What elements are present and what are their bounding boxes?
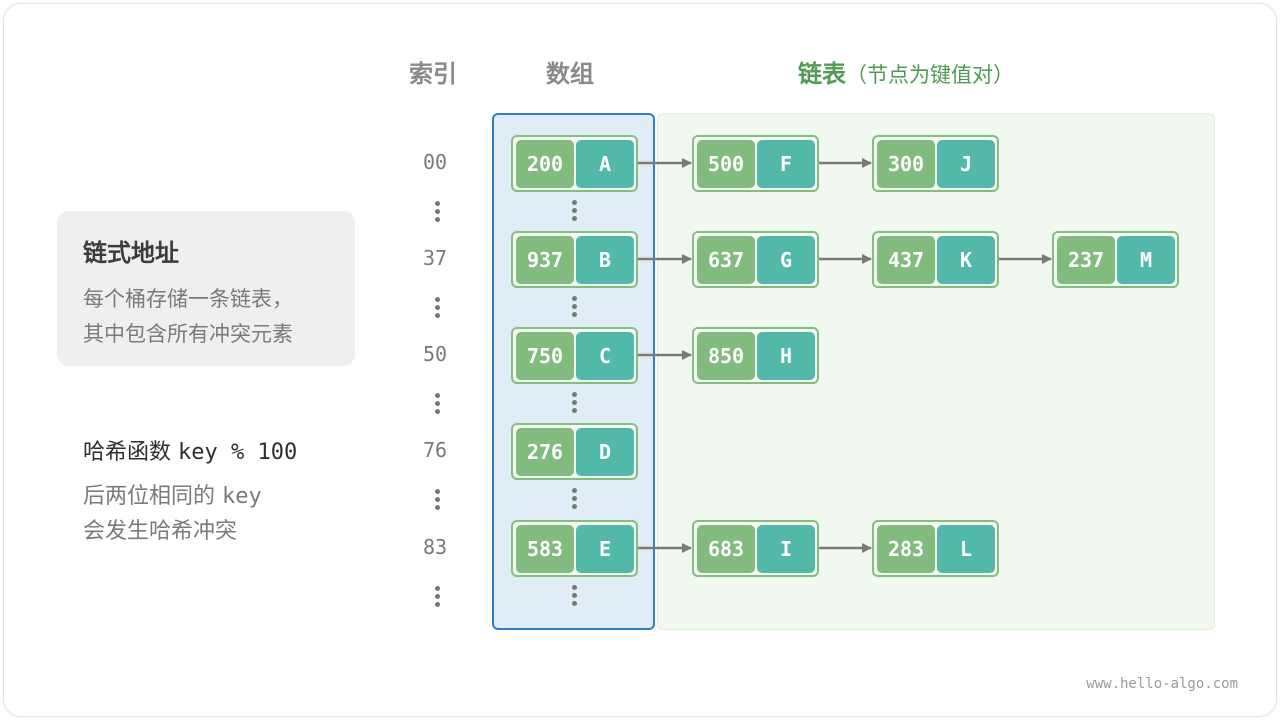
node-value: C <box>576 331 634 380</box>
hash-function-line: 哈希函数 key % 100 <box>83 434 297 466</box>
bucket-index: 50 <box>422 342 448 366</box>
card-title: 链式地址 <box>83 239 179 267</box>
node-key: 637 <box>697 235 755 284</box>
node-key: 500 <box>697 139 755 188</box>
node-value: F <box>757 139 815 188</box>
ellipsis-icon <box>434 586 440 610</box>
node-key: 850 <box>697 331 755 380</box>
node-key: 683 <box>697 524 755 573</box>
node-key: 276 <box>516 427 574 476</box>
bucket-index: 00 <box>422 150 448 174</box>
ellipsis-icon <box>571 392 577 416</box>
ellipsis-icon <box>571 296 577 320</box>
ellipsis-icon <box>571 585 577 609</box>
node-value: J <box>937 139 995 188</box>
ellipsis-icon <box>434 201 440 225</box>
hash-function-label: 哈希函数 <box>83 440 172 465</box>
card-line-2: 其中包含所有冲突元素 <box>83 322 293 346</box>
watermark: www.hello-algo.com <box>1086 676 1238 692</box>
node-value: G <box>757 235 815 284</box>
bucket-index: 37 <box>422 246 448 270</box>
hash-formula: key % 100 <box>178 440 298 465</box>
node-value: K <box>937 235 995 284</box>
bucket-index: 83 <box>422 535 448 559</box>
list-header: 链表（节点为键值对） <box>798 54 1014 89</box>
ellipsis-icon <box>434 393 440 417</box>
bucket-index: 76 <box>422 438 448 462</box>
node-value: A <box>576 139 634 188</box>
node-key: 283 <box>877 524 935 573</box>
ellipsis-icon <box>434 297 440 321</box>
hash-note-line-2: 会发生哈希冲突 <box>83 519 238 544</box>
hash-note-line-1: 后两位相同的 key <box>83 478 262 510</box>
ellipsis-icon <box>434 489 440 513</box>
node-key: 200 <box>516 139 574 188</box>
node-value: H <box>757 331 815 380</box>
list-header-subtitle: （节点为键值对） <box>846 63 1014 87</box>
node-key: 937 <box>516 235 574 284</box>
hash-note-key: key <box>222 484 262 509</box>
node-value: E <box>576 524 634 573</box>
node-value: B <box>576 235 634 284</box>
node-key: 237 <box>1057 235 1115 284</box>
node-value: D <box>576 427 634 476</box>
node-value: L <box>937 524 995 573</box>
node-key: 300 <box>877 139 935 188</box>
node-key: 583 <box>516 524 574 573</box>
node-key: 437 <box>877 235 935 284</box>
chaining-card: 链式地址 每个桶存储一条链表， 其中包含所有冲突元素 <box>57 211 355 366</box>
hash-note-prefix: 后两位相同的 <box>83 484 216 509</box>
node-key: 750 <box>516 331 574 380</box>
card-line-1: 每个桶存储一条链表， <box>83 287 293 311</box>
node-value: M <box>1117 235 1175 284</box>
ellipsis-icon <box>571 488 577 512</box>
list-header-title: 链表 <box>798 60 846 88</box>
ellipsis-icon <box>571 200 577 224</box>
index-header: 索引 <box>409 60 457 88</box>
node-value: I <box>757 524 815 573</box>
array-header: 数组 <box>546 60 594 88</box>
